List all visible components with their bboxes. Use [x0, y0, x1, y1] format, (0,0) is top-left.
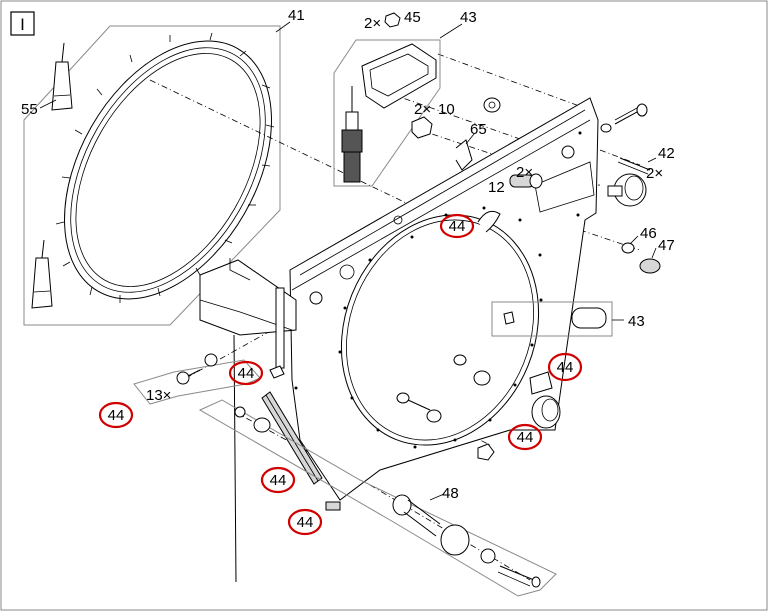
label-45-qty: 2× — [364, 15, 381, 32]
label-42-qty: 2× — [646, 165, 663, 182]
glue-tube-55 — [51, 42, 73, 111]
label-10: 10 — [438, 101, 455, 118]
screw-upper-right — [600, 103, 648, 133]
label-43-top: 43 — [460, 9, 477, 26]
striker-43 — [503, 307, 607, 329]
part-labels: 41 55 2× 45 43 2× 10 65 2× 12 42 2× 46 4… — [21, 7, 675, 502]
label-12-qty: 2× — [516, 164, 533, 181]
label-45: 45 — [404, 9, 421, 26]
callout-44-a: 44 — [439, 213, 475, 239]
svg-text:44: 44 — [297, 514, 314, 531]
label-46: 46 — [640, 225, 657, 242]
hinge-knob-upper — [607, 173, 647, 207]
svg-text:44: 44 — [449, 218, 466, 235]
label-41: 41 — [288, 7, 305, 24]
callout-44-f: 44 — [260, 466, 296, 494]
inner-hardware — [396, 210, 501, 461]
view-label-box: I — [10, 11, 35, 36]
washer-10 — [483, 97, 501, 113]
view-label: I — [20, 15, 25, 34]
label-65: 65 — [470, 121, 487, 138]
label-10-qty: 2× — [414, 101, 431, 118]
hinge-bracket-43 — [361, 43, 437, 109]
hinge-knob-lower — [531, 395, 561, 429]
callouts-44: 44 44 44 44 44 44 44 — [98, 213, 583, 536]
label-13-qty: 13× — [146, 387, 171, 404]
label-43-mid: 43 — [628, 313, 645, 330]
label-47: 47 — [658, 237, 675, 254]
gasket-inset-panel — [23, 25, 281, 326]
svg-text:44: 44 — [517, 429, 534, 446]
nut-10 — [411, 116, 433, 139]
wire-actuator — [341, 86, 363, 183]
callout-44-c: 44 — [547, 352, 583, 382]
left-fasteners — [176, 291, 323, 433]
label-42: 42 — [658, 145, 675, 162]
callout-44-d: 44 — [98, 401, 134, 429]
svg-text:44: 44 — [238, 365, 255, 382]
svg-text:44: 44 — [108, 407, 125, 424]
label-48: 48 — [442, 485, 459, 502]
label-12: 12 — [488, 179, 505, 196]
callout-44-g: 44 — [287, 508, 323, 536]
nut-45 — [384, 12, 401, 28]
washer-46 — [621, 242, 635, 254]
bolt-42 — [617, 157, 651, 175]
bracket-right — [529, 371, 553, 395]
label-55: 55 — [21, 101, 38, 118]
svg-text:44: 44 — [557, 359, 574, 376]
clip-65 — [455, 139, 473, 171]
cap-47 — [639, 258, 661, 274]
rear-panel-plate — [289, 97, 599, 501]
hinge-pin-48 — [325, 494, 541, 588]
support-strip — [261, 391, 323, 485]
door-gasket-ring — [64, 40, 272, 300]
grommet-12 — [509, 173, 543, 189]
callout-44-e: 44 — [507, 423, 543, 451]
glue-tube-lower — [31, 239, 53, 309]
svg-text:44: 44 — [270, 472, 287, 489]
callout-44-b: 44 — [228, 360, 264, 386]
left-side-frame — [199, 258, 297, 583]
